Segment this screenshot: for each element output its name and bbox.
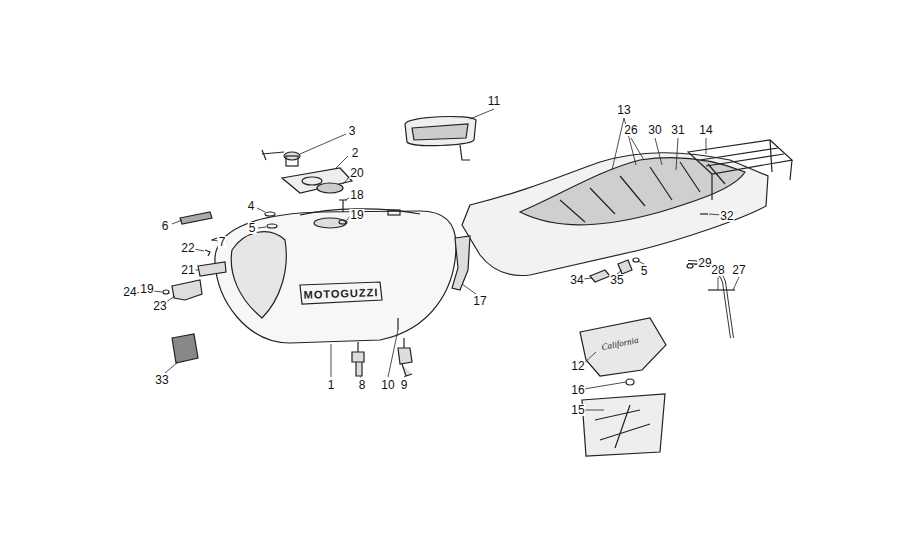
callout-number: 15 — [570, 404, 585, 416]
rack-legs — [712, 140, 792, 200]
seat-pan — [462, 153, 768, 276]
callout-number: 4 — [247, 200, 256, 212]
callout-number: 16 — [570, 384, 585, 396]
tray-hook — [460, 145, 470, 160]
callout-number: 17 — [472, 295, 487, 307]
plate-hole — [302, 177, 322, 185]
callout-number: 5 — [640, 265, 649, 277]
nut — [700, 213, 708, 214]
logo-plate — [300, 282, 382, 304]
leader-lines — [136, 109, 739, 410]
seat-pleats — [560, 162, 725, 222]
bolt — [339, 200, 347, 212]
tray — [405, 117, 476, 146]
tray-inner — [412, 124, 468, 140]
seat-cushion — [520, 158, 745, 225]
callout-number: 9 — [400, 379, 409, 391]
cap-key — [262, 150, 284, 160]
washer — [163, 290, 169, 294]
callout-number: 33 — [154, 374, 169, 386]
petcock — [398, 338, 412, 376]
bolt — [708, 289, 735, 290]
callout-number: 11 — [487, 95, 501, 107]
grab-bar-hl — [688, 262, 732, 338]
bracket — [198, 262, 226, 276]
filler-plate — [282, 168, 352, 193]
callout-number: 26 — [623, 124, 638, 136]
callout-number: 10 — [380, 379, 395, 391]
callout-number: 7 — [218, 236, 227, 248]
callout-number: 6 — [161, 220, 170, 232]
grab-bar — [688, 262, 732, 338]
callout-number: 5 — [248, 222, 257, 234]
washer — [339, 220, 347, 224]
callout-number: 12 — [570, 360, 585, 372]
callout-number: 1 — [327, 379, 336, 391]
washer — [267, 224, 277, 228]
grommet — [626, 379, 634, 385]
luggage-rack — [688, 140, 792, 174]
rubber-pad — [172, 334, 198, 363]
callout-number: 19 — [139, 283, 154, 295]
callout-number: 14 — [698, 124, 713, 136]
strip — [180, 212, 212, 224]
callout-number: 20 — [349, 167, 364, 179]
washer — [687, 264, 693, 268]
hose-fitting — [397, 318, 398, 330]
callout-number: 27 — [731, 264, 746, 276]
callout-number: 22 — [180, 242, 195, 254]
tools — [595, 405, 650, 448]
lock — [590, 270, 610, 282]
callout-number: 13 — [616, 104, 631, 116]
knee-recess — [231, 232, 286, 318]
cap-body — [286, 156, 298, 166]
tool-kit — [582, 394, 665, 456]
callout-number: 8 — [358, 379, 367, 391]
callout-number: 35 — [609, 274, 624, 286]
seat-hinge — [452, 236, 470, 290]
ring — [317, 183, 343, 193]
callout-number: 31 — [670, 124, 685, 136]
pin — [212, 238, 217, 240]
fuel-tank — [215, 211, 456, 343]
clip — [205, 250, 210, 256]
callout-number: 18 — [349, 189, 364, 201]
callout-number: 24 — [122, 286, 137, 298]
callout-number: 28 — [710, 264, 725, 276]
callout-number: 32 — [719, 210, 734, 222]
washer — [265, 212, 275, 216]
bracket — [172, 280, 202, 300]
callout-number: 2 — [351, 147, 360, 159]
callout-number: 3 — [348, 125, 357, 137]
callout-number: 23 — [152, 300, 167, 312]
petcock — [352, 342, 364, 376]
filler-neck — [314, 218, 346, 228]
callout-number: 30 — [647, 124, 662, 136]
key — [618, 260, 632, 274]
callout-number: 19 — [349, 209, 364, 221]
tank-mount — [388, 210, 400, 215]
callout-number: 21 — [180, 264, 195, 276]
side-cover — [580, 318, 666, 376]
callout-number: 34 — [569, 274, 584, 286]
